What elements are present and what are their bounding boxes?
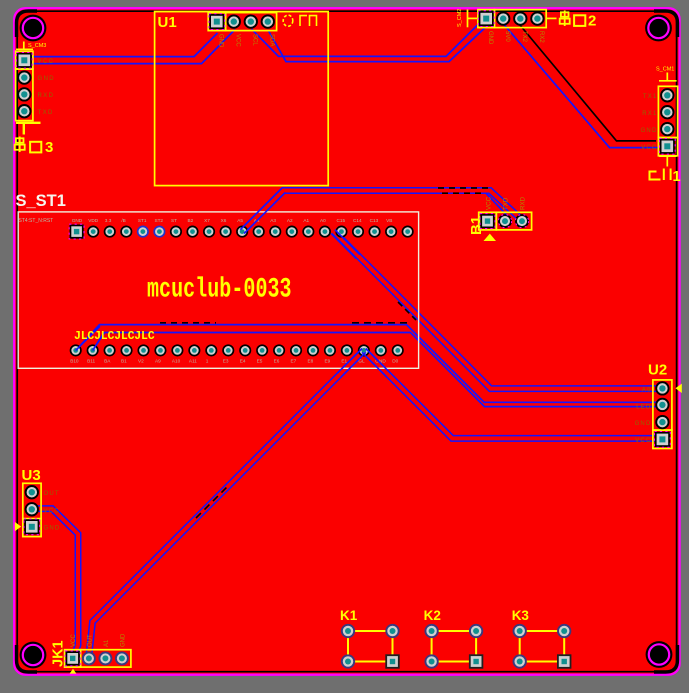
svg-text:E8: E8 <box>308 359 314 364</box>
svg-text:OUT: OUT <box>44 491 60 497</box>
svg-text:SDA: SDA <box>269 34 275 46</box>
svg-text:B2: B2 <box>188 218 194 223</box>
svg-text:GND: GND <box>38 76 56 82</box>
svg-text:TXD: TXD <box>38 110 54 116</box>
svg-text:1: 1 <box>206 359 209 364</box>
svg-text:E5: E5 <box>257 359 263 364</box>
svg-text:mcuclub-0033: mcuclub-0033 <box>147 274 292 305</box>
svg-text:GND: GND <box>218 34 224 48</box>
svg-text:VCC: VCC <box>71 634 77 647</box>
svg-text:V2: V2 <box>138 359 144 364</box>
svg-text:U1: U1 <box>158 14 177 31</box>
svg-text:K3: K3 <box>512 608 530 623</box>
svg-text:S_CM1: S_CM1 <box>656 67 674 73</box>
svg-text:A1: A1 <box>104 639 110 647</box>
svg-text:E4: E4 <box>240 359 246 364</box>
svg-text:GND: GND <box>641 128 658 134</box>
svg-text:E7: E7 <box>291 359 297 364</box>
svg-text:ST4:ST_N:RST: ST4:ST_N:RST <box>19 218 54 224</box>
svg-text:OUT: OUT <box>88 634 94 647</box>
svg-text:U3: U3 <box>22 467 41 484</box>
svg-text:VCC: VCC <box>641 145 657 151</box>
svg-text:VCC: VCC <box>44 508 60 514</box>
svg-text:A9: A9 <box>155 359 161 364</box>
svg-text:A1: A1 <box>303 218 309 223</box>
svg-text:K1: K1 <box>340 608 358 623</box>
svg-text:A10: A10 <box>172 359 181 364</box>
svg-text:S_CM3: S_CM3 <box>28 43 46 49</box>
svg-text:2: 2 <box>588 13 596 30</box>
svg-text:VCC: VCC <box>635 438 651 444</box>
svg-text:RXD: RXD <box>38 93 55 99</box>
svg-text:K2: K2 <box>424 608 441 623</box>
svg-text:SCL: SCL <box>252 34 258 46</box>
svg-text:A3: A3 <box>270 218 276 223</box>
svg-text:A0: A0 <box>320 218 326 223</box>
svg-text:B1: B1 <box>121 359 127 364</box>
svg-text:JK1: JK1 <box>51 640 67 667</box>
svg-text:GND: GND <box>72 218 83 223</box>
svg-text:X7: X7 <box>204 218 210 223</box>
svg-text:E1: E1 <box>341 359 347 364</box>
svg-text:VCC: VCC <box>235 34 241 47</box>
svg-text:VCC: VCC <box>486 196 493 210</box>
svg-text:E9: E9 <box>324 359 330 364</box>
svg-text:A11: A11 <box>189 359 197 364</box>
svg-text:X6: X6 <box>221 218 227 223</box>
svg-text:ST2: ST2 <box>154 218 163 223</box>
svg-text:S_ST1: S_ST1 <box>16 192 66 210</box>
svg-text:GND: GND <box>44 526 61 532</box>
svg-text:E3: E3 <box>223 359 229 364</box>
svg-text:5V0: 5V0 <box>504 31 510 42</box>
svg-text:ST1: ST1 <box>138 218 147 223</box>
svg-text:D0: D0 <box>392 359 398 364</box>
svg-text:LED: LED <box>636 404 651 410</box>
svg-text:C15: C15 <box>337 218 346 223</box>
svg-text:BA: BA <box>104 359 111 364</box>
svg-text:VDD: VDD <box>88 218 99 223</box>
svg-text:B11: B11 <box>87 359 95 364</box>
svg-text:3: 3 <box>45 139 53 156</box>
svg-text:RXD: RXD <box>520 196 527 210</box>
svg-text:C14: C14 <box>353 218 362 223</box>
svg-text:E6: E6 <box>274 359 280 364</box>
svg-text:A2: A2 <box>287 218 293 223</box>
svg-text:TXD: TXD <box>503 197 510 210</box>
svg-text:TX2: TX2 <box>521 31 527 43</box>
svg-text:A0: A0 <box>642 387 652 393</box>
svg-text:C13: C13 <box>370 218 379 223</box>
svg-text:GND: GND <box>375 359 386 364</box>
svg-text:/B: /B <box>121 218 125 223</box>
svg-text:GND: GND <box>487 31 493 45</box>
svg-text:ST: ST <box>171 218 177 223</box>
svg-text:RX2: RX2 <box>538 31 544 43</box>
svg-text:VCC: VCC <box>38 59 55 65</box>
svg-text:U2: U2 <box>648 362 667 379</box>
svg-text:B10: B10 <box>70 359 79 364</box>
svg-text:S_CM2: S_CM2 <box>457 9 463 27</box>
svg-text:JLCJLCJLCJLC: JLCJLCJLCJLC <box>74 330 155 343</box>
svg-text:A5: A5 <box>237 218 243 223</box>
svg-text:GND: GND <box>635 421 652 427</box>
svg-text:3.3: 3.3 <box>105 218 112 223</box>
svg-text:GND: GND <box>121 633 127 647</box>
svg-text:RX1: RX1 <box>642 111 657 117</box>
svg-text:TX1: TX1 <box>643 94 658 100</box>
svg-text:GL: GL <box>358 359 365 364</box>
svg-text:1: 1 <box>673 169 681 185</box>
svg-text:VB: VB <box>386 218 392 223</box>
